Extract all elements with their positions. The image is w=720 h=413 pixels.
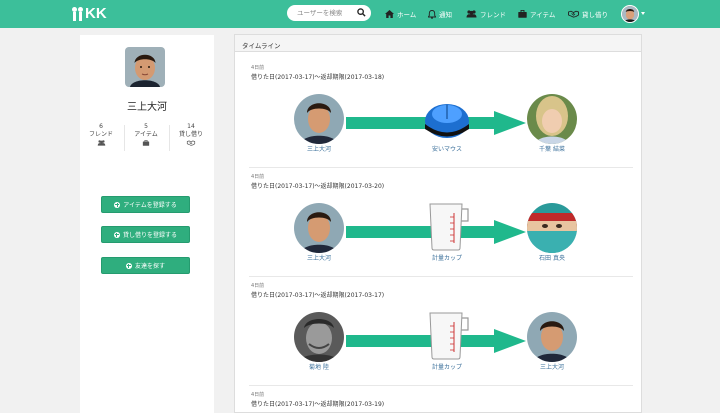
lender-name[interactable]: 菊地 陸 bbox=[309, 364, 329, 371]
briefcase-icon bbox=[142, 140, 150, 146]
borrower-avatar[interactable] bbox=[527, 94, 577, 144]
users-icon bbox=[466, 10, 477, 18]
profile-panel: 三上大河 6 フレンド 5 アイテム 14 貸し借り アイテムを登録する 貸し借… bbox=[80, 35, 214, 413]
nav-home[interactable]: ホーム bbox=[385, 0, 416, 28]
mouse-icon bbox=[425, 104, 469, 138]
chevron-down-icon[interactable] bbox=[641, 12, 645, 15]
logo-text: KK bbox=[85, 5, 107, 22]
entry-period: 借りた日(2017-03-17)〜返却期限(2017-03-18) bbox=[251, 74, 385, 81]
plus-circle-icon bbox=[113, 231, 120, 238]
borrower-name[interactable]: 三上大河 bbox=[539, 364, 564, 371]
measuring-cup-icon bbox=[429, 312, 469, 360]
stat-lends[interactable]: 14 貸し借り bbox=[170, 123, 212, 146]
stat-label: アイテム bbox=[134, 131, 158, 138]
button-label: 友達を探す bbox=[134, 263, 165, 270]
avatar bbox=[294, 203, 344, 253]
top-navbar: KK ホーム 通知 フレンド アイテム 貸し借り bbox=[0, 0, 720, 28]
borrower-name[interactable]: 千葉 結菜 bbox=[539, 146, 565, 153]
app-logo[interactable]: KK bbox=[72, 5, 107, 23]
register-lend-button[interactable]: 貸し借りを登録する bbox=[101, 226, 190, 243]
lender-avatar[interactable] bbox=[294, 94, 344, 144]
avatar bbox=[125, 47, 165, 87]
nav-lend[interactable]: 貸し借り bbox=[568, 0, 608, 28]
borrower-avatar[interactable] bbox=[527, 312, 577, 362]
stat-count: 6 bbox=[99, 123, 103, 130]
nav-friend[interactable]: フレンド bbox=[466, 0, 506, 28]
entry-divider bbox=[249, 167, 633, 168]
register-item-button[interactable]: アイテムを登録する bbox=[101, 196, 190, 213]
item-name[interactable]: 計量カップ bbox=[431, 255, 462, 262]
people-logo-icon bbox=[72, 7, 83, 21]
avatar bbox=[527, 94, 577, 144]
borrower-avatar[interactable] bbox=[527, 203, 577, 253]
button-label: 貸し借りを登録する bbox=[122, 232, 177, 239]
handshake-icon bbox=[186, 140, 196, 146]
stat-friends[interactable]: 6 フレンド bbox=[80, 123, 122, 146]
lender-avatar[interactable] bbox=[294, 312, 344, 362]
user-search bbox=[287, 5, 371, 21]
entry-period: 借りた日(2017-03-17)〜返却期限(2017-03-17) bbox=[251, 292, 385, 299]
search-icon[interactable] bbox=[357, 8, 366, 17]
stat-count: 14 bbox=[187, 123, 195, 130]
profile-name: 三上大河 bbox=[127, 102, 167, 113]
plus-circle-icon bbox=[114, 201, 121, 208]
handshake-icon bbox=[568, 10, 579, 18]
user-avatar-menu[interactable] bbox=[621, 5, 639, 23]
stat-label: フレンド bbox=[88, 131, 113, 138]
nav-notify-label: 通知 bbox=[439, 11, 452, 19]
divider bbox=[169, 125, 170, 151]
entry-divider bbox=[249, 385, 633, 386]
lender-name[interactable]: 三上大河 bbox=[306, 146, 331, 153]
bell-icon bbox=[428, 9, 436, 19]
nav-home-label: ホーム bbox=[397, 11, 417, 19]
lender-avatar[interactable] bbox=[294, 203, 344, 253]
avatar bbox=[622, 6, 638, 22]
timeline-entry: 4日前 借りた日(2017-03-17)〜返却期限(2017-03-19) bbox=[249, 391, 633, 413]
stat-items[interactable]: 5 アイテム bbox=[125, 123, 167, 146]
entry-period: 借りた日(2017-03-17)〜返却期限(2017-03-20) bbox=[251, 183, 385, 190]
avatar bbox=[527, 203, 577, 253]
button-label: アイテムを登録する bbox=[123, 202, 177, 209]
nav-item[interactable]: アイテム bbox=[518, 0, 555, 28]
nav-notify[interactable]: 通知 bbox=[428, 0, 452, 28]
borrower-name[interactable]: 石田 真央 bbox=[539, 255, 565, 262]
timeline-title: タイムライン bbox=[235, 35, 641, 52]
plus-circle-icon bbox=[125, 262, 132, 269]
timeline-entry: 4日前 借りた日(2017-03-17)〜返却期限(2017-03-20) 三上… bbox=[249, 173, 633, 277]
item-name[interactable]: 計量カップ bbox=[431, 364, 462, 371]
entry-period: 借りた日(2017-03-17)〜返却期限(2017-03-19) bbox=[251, 401, 385, 408]
timeline-entry: 4日前 借りた日(2017-03-17)〜返却期限(2017-03-17) 菊地… bbox=[249, 282, 633, 386]
profile-avatar[interactable] bbox=[125, 47, 165, 87]
divider bbox=[124, 125, 125, 151]
users-icon bbox=[97, 140, 105, 146]
briefcase-icon bbox=[518, 10, 527, 18]
nav-item-label: アイテム bbox=[530, 11, 556, 19]
measuring-cup-icon bbox=[429, 203, 469, 251]
nav-lend-label: 貸し借り bbox=[582, 11, 608, 19]
entry-divider bbox=[249, 276, 633, 277]
stat-label: 貸し借り bbox=[178, 131, 203, 138]
entry-time-ago: 4日前 bbox=[251, 174, 265, 180]
avatar bbox=[294, 312, 344, 362]
find-friends-button[interactable]: 友達を探す bbox=[101, 257, 190, 274]
entry-time-ago: 4日前 bbox=[251, 65, 265, 71]
entry-time-ago: 4日前 bbox=[251, 283, 265, 289]
search-input[interactable] bbox=[287, 6, 353, 20]
avatar bbox=[294, 94, 344, 144]
lender-name[interactable]: 三上大河 bbox=[306, 255, 331, 262]
stat-count: 5 bbox=[144, 123, 148, 130]
avatar bbox=[527, 312, 577, 362]
entry-time-ago: 4日前 bbox=[251, 392, 265, 398]
item-name[interactable]: 安いマウス bbox=[431, 146, 462, 153]
home-icon bbox=[385, 10, 394, 18]
profile-stats: 6 フレンド 5 アイテム 14 貸し借り bbox=[80, 123, 214, 153]
nav-friend-label: フレンド bbox=[480, 11, 506, 19]
timeline-entry: 4日前 借りた日(2017-03-17)〜返却期限(2017-03-18) 三上… bbox=[249, 64, 633, 168]
timeline-panel: タイムライン 4日前 借りた日(2017-03-17)〜返却期限(2017-03… bbox=[234, 34, 642, 413]
